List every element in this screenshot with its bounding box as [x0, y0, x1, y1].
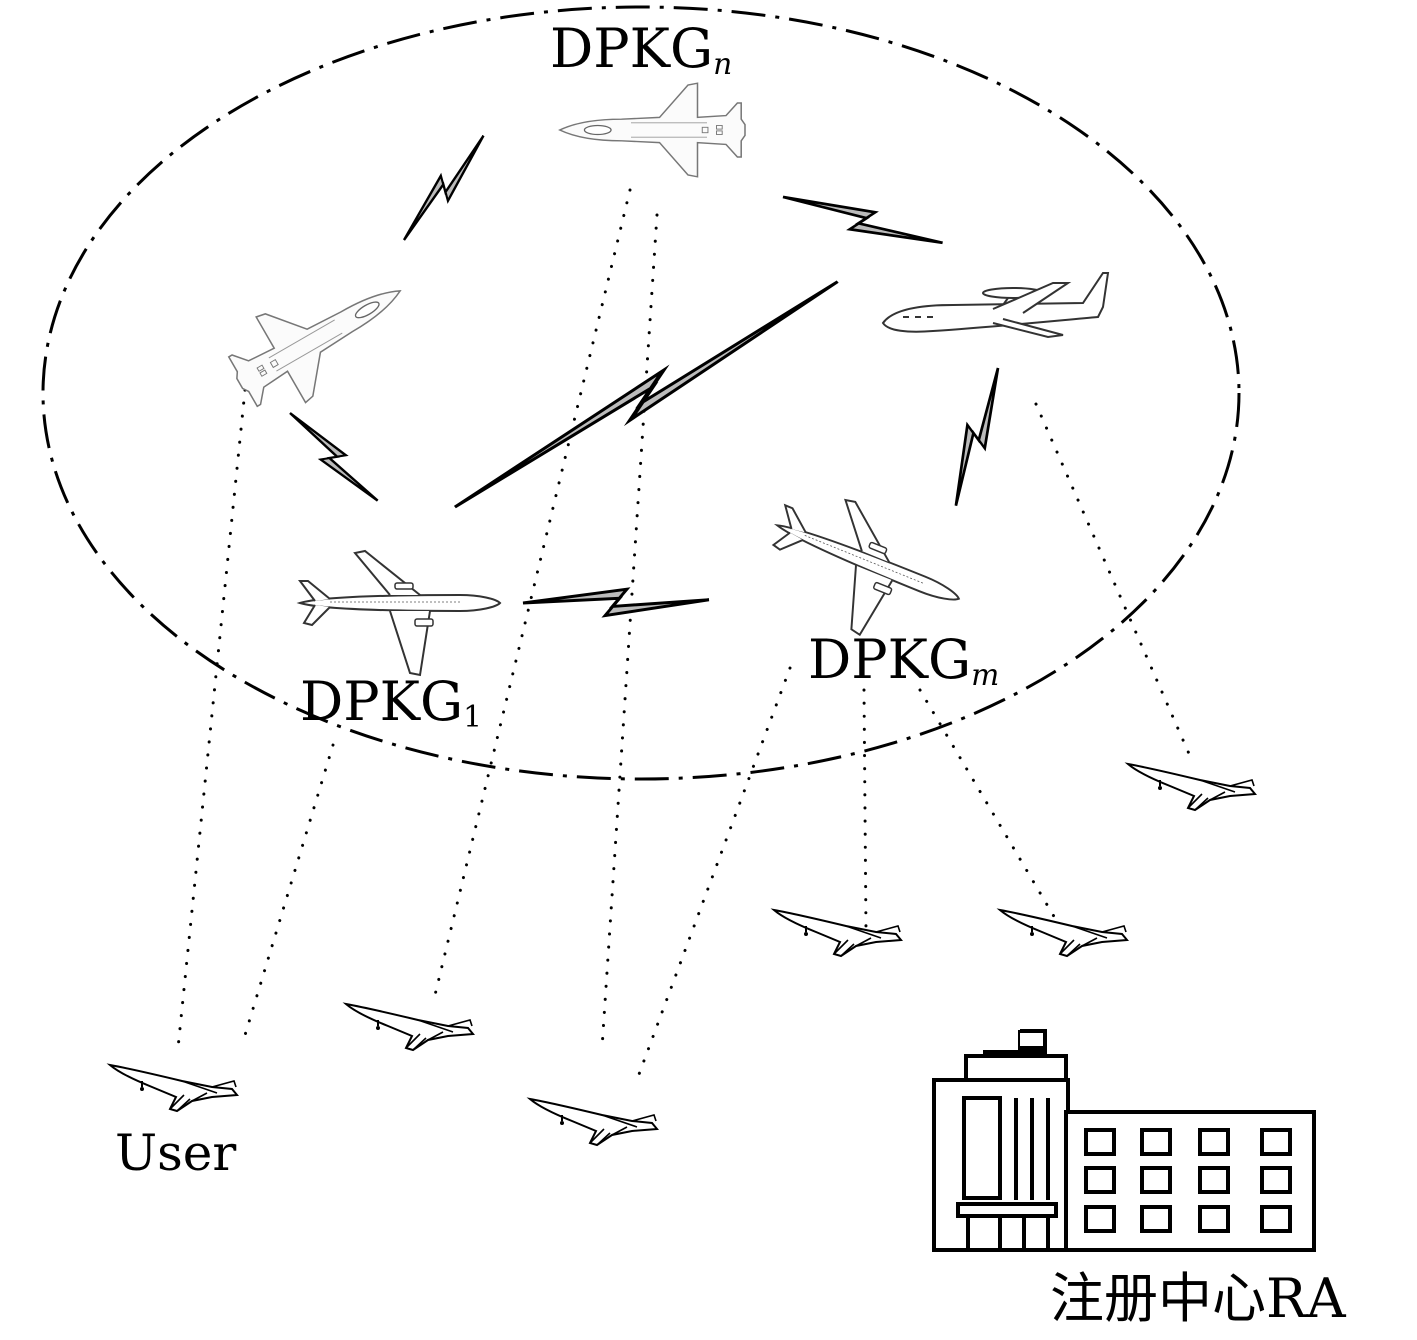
dpkg-n-sub: n	[713, 47, 733, 83]
supersonic-bomber-icon	[529, 1098, 658, 1146]
trust-domain-boundary	[41, 5, 1241, 781]
awacs-plane-icon	[882, 272, 1109, 338]
dpkg-n-label: DPKGn	[550, 22, 732, 80]
dpkg-m-label: DPKGm	[808, 633, 999, 691]
building-icon	[932, 1029, 1316, 1252]
dpkg-n-base: DPKG	[550, 17, 714, 80]
dpkg-m-sub: m	[971, 658, 1000, 694]
supersonic-bomber-icon	[109, 1064, 238, 1112]
dpkg-1-label: DPKG1	[300, 675, 482, 733]
supersonic-bomber-icon	[999, 909, 1128, 957]
dpkg-m-base: DPKG	[808, 628, 972, 691]
user-links	[176, 188, 1192, 1087]
lightning-link-icon	[778, 185, 947, 257]
lightning-link-icon	[395, 128, 494, 248]
supersonic-bomber-icon	[1127, 763, 1256, 811]
lightning-link-icon	[281, 405, 386, 510]
lightning-link-icon	[521, 586, 711, 619]
fighter-jet-icon	[214, 247, 426, 428]
transport-plane-icon	[299, 550, 501, 676]
dpkg-1-sub: 1	[463, 700, 482, 736]
fighter-jet-icon	[558, 82, 746, 178]
supersonic-bomber-icon	[773, 909, 902, 957]
user-label: User	[115, 1124, 237, 1182]
dpkg-links	[281, 128, 1010, 619]
lightning-link-icon	[449, 271, 845, 519]
registration-center-label: 注册中心RA	[1050, 1267, 1346, 1330]
supersonic-bomber-icon	[345, 1003, 474, 1051]
dpkg-1-base: DPKG	[300, 670, 464, 733]
lightning-link-icon	[942, 362, 1010, 511]
